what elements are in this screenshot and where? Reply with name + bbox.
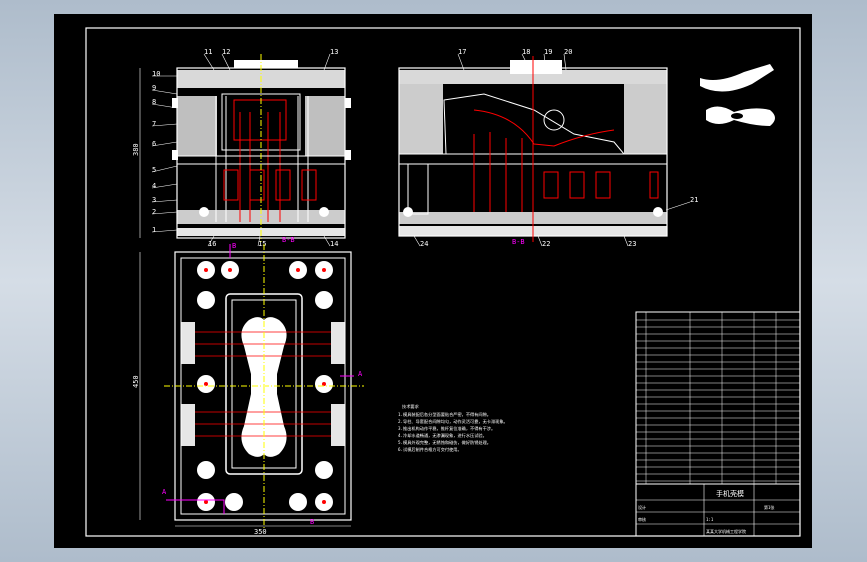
- balloon-label: 18: [522, 48, 530, 56]
- leader-line: [457, 53, 465, 71]
- balloon-label: 11: [204, 48, 212, 56]
- balloon-label: 8: [152, 98, 156, 106]
- leader-line: [151, 123, 178, 127]
- leader-line: [543, 53, 547, 71]
- balloon-label: 13: [330, 48, 338, 56]
- balloon-label: 22: [542, 240, 550, 248]
- technical-notes: 技术要求 1.模具装配后各分型面要贴合严密，不得有间隙。 2.导柱、导套配合间隙…: [398, 403, 508, 453]
- balloon-label: 4: [152, 182, 156, 190]
- balloon-label: 2: [152, 208, 156, 216]
- leader-line: [151, 103, 178, 109]
- leader-line: [623, 235, 629, 247]
- balloon-label: 1: [152, 226, 156, 234]
- leader-line: [151, 183, 178, 189]
- balloon-label: 15: [258, 240, 266, 248]
- section-label-bb-right: B-B: [512, 238, 525, 246]
- title-block: 手机壳模 设计 审核 1:1 第1张 某某大学机械工程学院: [635, 483, 801, 537]
- balloon-label: 10: [152, 70, 160, 78]
- sheet-number: 第1张: [764, 504, 774, 510]
- leader-line: [151, 165, 178, 173]
- balloon-label: 3: [152, 196, 156, 204]
- balloon-label: 12: [222, 48, 230, 56]
- leader-line: [151, 199, 178, 203]
- scale-value: 1:1: [706, 517, 714, 522]
- note-line-5: 5.模具外观完整，无锈蚀和碰伤，做好防锈处理。: [398, 439, 491, 446]
- balloon-label: 20: [564, 48, 572, 56]
- leader-line: [537, 235, 543, 247]
- side-view-balloons: 17 18 19 20 21 22 23 24: [413, 48, 698, 248]
- leader-line: [413, 235, 421, 247]
- leader-line: [151, 89, 178, 95]
- drawing-title: 手机壳模: [716, 489, 744, 498]
- note-line-6: 6.试模后制件合格方可交付使用。: [398, 446, 462, 453]
- plan-view: A A B B 450 350: [132, 242, 364, 536]
- balloon-label: 9: [152, 84, 156, 92]
- leader-line: [665, 201, 691, 211]
- section-mark-a1: A: [162, 488, 167, 496]
- height-dimension: 380: [132, 143, 140, 156]
- leader-line: [221, 53, 231, 71]
- section-mark-b2: B: [310, 518, 314, 526]
- note-line-2: 2.导柱、导套配合间隙均匀，动作灵活可靠，无卡滞现象。: [398, 418, 508, 425]
- balloon-label: 17: [458, 48, 466, 56]
- leader-line: [151, 141, 178, 147]
- leader-line: [521, 53, 531, 71]
- note-line-3: 3.推出机构动作平稳，推杆复位准确，不得有干涉。: [398, 425, 495, 432]
- balloon-label: 24: [420, 240, 428, 248]
- leader-line: [207, 235, 215, 247]
- balloon-label: 6: [152, 140, 156, 148]
- checked-by-label: 审核: [638, 516, 646, 522]
- section-mark-a2: A: [358, 370, 363, 378]
- top-view-balloons: 11 12 13 10 9 8 7 6 5 4 3 2 1 16 15 14: [151, 48, 338, 248]
- section-mark-b1: B: [232, 242, 236, 250]
- leader-line: [323, 235, 331, 247]
- balloon-label: 21: [690, 196, 698, 204]
- leader-line: [203, 53, 215, 71]
- leader-line: [257, 235, 261, 247]
- drawn-by-label: 设计: [638, 504, 646, 510]
- balloon-label: 5: [152, 166, 156, 174]
- balloon-label: 19: [544, 48, 552, 56]
- part-detail-views: [700, 64, 775, 126]
- bom-table: [635, 311, 801, 485]
- school-name: 某某大学机械工程学院: [706, 528, 746, 534]
- leader-line: [151, 229, 178, 233]
- balloon-label: 14: [330, 240, 338, 248]
- plan-width-dimension: 350: [254, 528, 267, 536]
- balloon-label: 16: [208, 240, 216, 248]
- plan-height-dimension: 450: [132, 375, 140, 388]
- note-line-4: 4.冷却水道畅通，无渗漏现象，进行水压试验。: [398, 432, 487, 439]
- leader-line: [563, 53, 567, 71]
- side-section-view: B-B: [398, 56, 668, 246]
- section-label-bb: B-B: [282, 236, 295, 244]
- note-line-1: 1.模具装配后各分型面要贴合严密，不得有间隙。: [398, 411, 491, 418]
- balloon-label: 7: [152, 120, 156, 128]
- notes-title: 技术要求: [402, 403, 420, 410]
- leader-line: [323, 53, 331, 71]
- balloon-label: 23: [628, 240, 636, 248]
- drawing-frame: [85, 27, 801, 537]
- top-section-view: 380 B-B: [132, 54, 351, 244]
- leader-line: [151, 211, 178, 215]
